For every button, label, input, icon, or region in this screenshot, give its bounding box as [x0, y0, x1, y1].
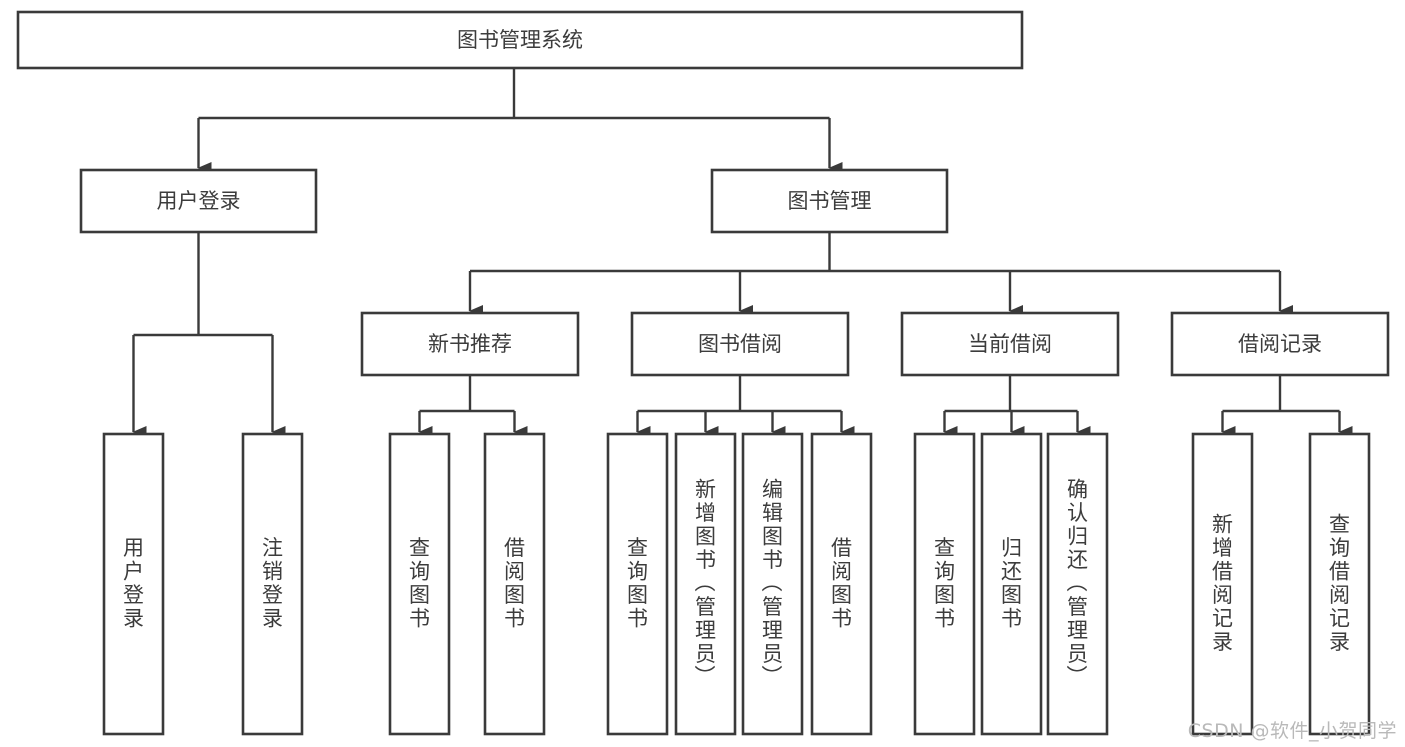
node-new-book-recommend-box[interactable] — [360, 311, 580, 377]
node-current-borrow[interactable]: 当前借阅 — [900, 311, 1120, 377]
node-leaf-query-record-label: 查询借阅记录 — [1329, 513, 1350, 655]
node-leaf-query-book-3-label: 查询图书 — [934, 536, 955, 631]
node-borrow-record[interactable]: 借阅记录 — [1170, 311, 1390, 377]
node-borrow-record-label: 借阅记录 — [1238, 332, 1322, 356]
node-user-login[interactable]: 用户登录 — [79, 168, 318, 234]
node-leaf-logout-box[interactable] — [241, 432, 304, 736]
node-book-management[interactable]: 图书管理 — [710, 168, 949, 234]
node-leaf-add-record-label: 新增借阅记录 — [1212, 513, 1233, 655]
node-leaf-query-record[interactable]: 查询借阅记录 — [1308, 432, 1371, 736]
node-leaf-add-record-box[interactable] — [1191, 432, 1254, 736]
node-leaf-query-record-box[interactable] — [1308, 432, 1371, 736]
node-root-box[interactable] — [16, 10, 1024, 70]
node-leaf-confirm-return-label: 确认归还（管理员） — [1067, 477, 1089, 689]
node-leaf-query-book-2-label: 查询图书 — [627, 536, 648, 631]
node-book-borrow-box[interactable] — [630, 311, 850, 377]
node-leaf-borrow-book-1[interactable]: 借阅图书 — [483, 432, 546, 736]
node-leaf-confirm-return-box[interactable] — [1046, 432, 1109, 736]
node-book-management-label: 图书管理 — [788, 189, 872, 213]
node-leaf-borrow-book-2-box[interactable] — [810, 432, 873, 736]
node-leaf-return-book-label: 归还图书 — [1001, 536, 1022, 631]
node-book-management-box[interactable] — [710, 168, 949, 234]
node-borrow-record-box[interactable] — [1170, 311, 1390, 377]
node-leaf-return-book-box[interactable] — [980, 432, 1043, 736]
node-new-book-recommend[interactable]: 新书推荐 — [360, 311, 580, 377]
node-leaf-confirm-return[interactable]: 确认归还（管理员） — [1046, 432, 1109, 736]
nodes-layer: 图书管理系统用户登录图书管理新书推荐图书借阅当前借阅借阅记录用户登录注销登录查询… — [16, 10, 1390, 736]
node-user-login-box[interactable] — [79, 168, 318, 234]
node-leaf-logout[interactable]: 注销登录 — [241, 432, 304, 736]
node-leaf-add-book-label: 新增图书（管理员） — [695, 477, 717, 689]
node-leaf-edit-book[interactable]: 编辑图书（管理员） — [741, 432, 804, 736]
node-book-borrow-label: 图书借阅 — [698, 332, 782, 356]
node-user-login-label: 用户登录 — [157, 189, 241, 213]
node-leaf-logout-label: 注销登录 — [262, 536, 283, 631]
node-root[interactable]: 图书管理系统 — [16, 10, 1024, 70]
node-leaf-query-book-3[interactable]: 查询图书 — [913, 432, 976, 736]
node-leaf-edit-book-label: 编辑图书（管理员） — [762, 477, 784, 689]
node-leaf-add-book-box[interactable] — [674, 432, 737, 736]
node-leaf-user-login-label: 用户登录 — [123, 536, 144, 631]
node-leaf-user-login[interactable]: 用户登录 — [102, 432, 165, 736]
node-leaf-borrow-book-1-label: 借阅图书 — [504, 536, 525, 631]
node-leaf-borrow-book-2[interactable]: 借阅图书 — [810, 432, 873, 736]
node-leaf-query-book-3-box[interactable] — [913, 432, 976, 736]
node-leaf-query-book-1[interactable]: 查询图书 — [388, 432, 451, 736]
node-leaf-edit-book-box[interactable] — [741, 432, 804, 736]
node-book-borrow[interactable]: 图书借阅 — [630, 311, 850, 377]
node-current-borrow-label: 当前借阅 — [968, 332, 1052, 356]
node-new-book-recommend-label: 新书推荐 — [428, 332, 512, 356]
edges-layer — [132, 68, 1353, 438]
node-leaf-user-login-box[interactable] — [102, 432, 165, 736]
node-leaf-query-book-1-label: 查询图书 — [409, 536, 430, 631]
node-leaf-add-record[interactable]: 新增借阅记录 — [1191, 432, 1254, 736]
node-leaf-return-book[interactable]: 归还图书 — [980, 432, 1043, 736]
node-current-borrow-box[interactable] — [900, 311, 1120, 377]
node-leaf-query-book-2[interactable]: 查询图书 — [606, 432, 669, 736]
node-leaf-borrow-book-1-box[interactable] — [483, 432, 546, 736]
node-leaf-query-book-2-box[interactable] — [606, 432, 669, 736]
node-leaf-query-book-1-box[interactable] — [388, 432, 451, 736]
node-leaf-add-book[interactable]: 新增图书（管理员） — [674, 432, 737, 736]
node-root-label: 图书管理系统 — [457, 28, 583, 52]
node-leaf-borrow-book-2-label: 借阅图书 — [831, 536, 852, 631]
